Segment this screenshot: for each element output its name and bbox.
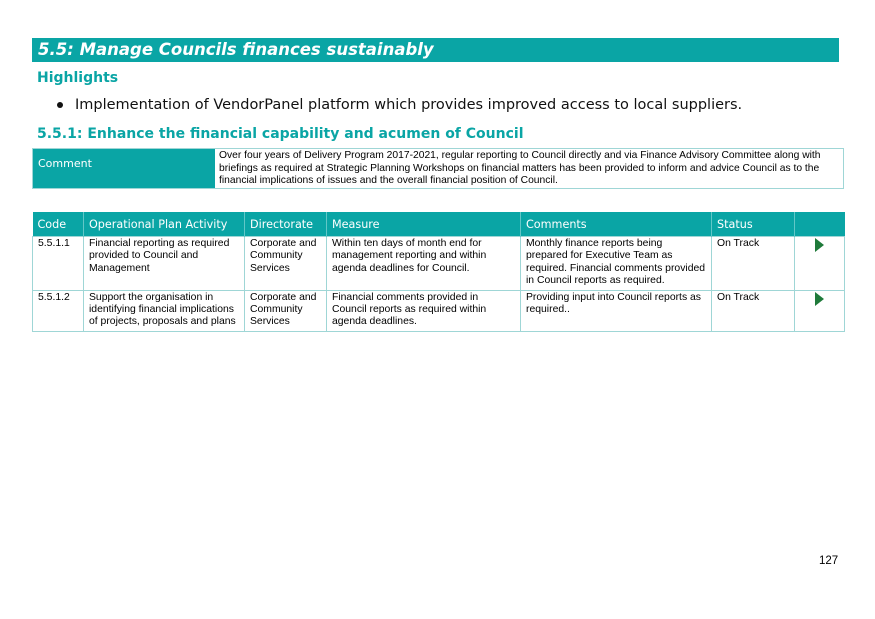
operational-plan-table: Code Operational Plan Activity Directora… [32,212,845,332]
cell-measure: Within ten days of month end for managem… [326,236,521,291]
highlight-bullet-item: Implementation of VendorPanel platform w… [57,97,742,113]
bullet-icon [57,102,63,108]
cell-code: 5.5.1.1 [32,236,84,291]
highlights-heading: Highlights [37,70,119,86]
cell-status: On Track [711,236,795,291]
expand-cell[interactable] [794,289,845,332]
header-blank [794,212,845,237]
cell-comments: Monthly finance reports being prepared f… [520,236,712,291]
highlight-text: Implementation of VendorPanel platform w… [75,97,743,113]
cell-measure: Financial comments provided in Council r… [326,289,521,332]
expand-arrow-icon[interactable] [815,238,824,252]
table-header-row: Code Operational Plan Activity Directora… [32,212,845,237]
table-row: 5.5.1.2 Support the organisation in iden… [32,289,845,332]
header-measure: Measure [326,212,521,237]
expand-cell[interactable] [794,236,845,291]
header-status: Status [711,212,795,237]
header-directorate: Directorate [244,212,327,237]
header-comments: Comments [520,212,712,237]
cell-directorate: Corporate and Community Services [244,289,327,332]
comment-label: Comment [33,149,215,188]
cell-activity: Financial reporting as required provided… [83,236,245,291]
cell-status: On Track [711,289,795,332]
header-activity: Operational Plan Activity [83,212,245,237]
cell-code: 5.5.1.2 [32,289,84,332]
expand-arrow-icon[interactable] [815,291,824,306]
comment-box: Comment Over four years of Delivery Prog… [32,148,844,189]
table-row: 5.5.1.1 Financial reporting as required … [32,236,845,291]
cell-directorate: Corporate and Community Services [244,236,327,291]
header-code: Code [32,212,84,237]
cell-comments: Providing input into Council reports as … [520,289,712,332]
page-number: 127 [819,555,839,567]
section-title-banner: 5.5: Manage Councils finances sustainabl… [32,38,839,62]
comment-text: Over four years of Delivery Program 2017… [219,150,821,186]
subsection-title: 5.5.1: Enhance the financial capability … [37,126,524,142]
cell-activity: Support the organisation in identifying … [83,289,245,332]
